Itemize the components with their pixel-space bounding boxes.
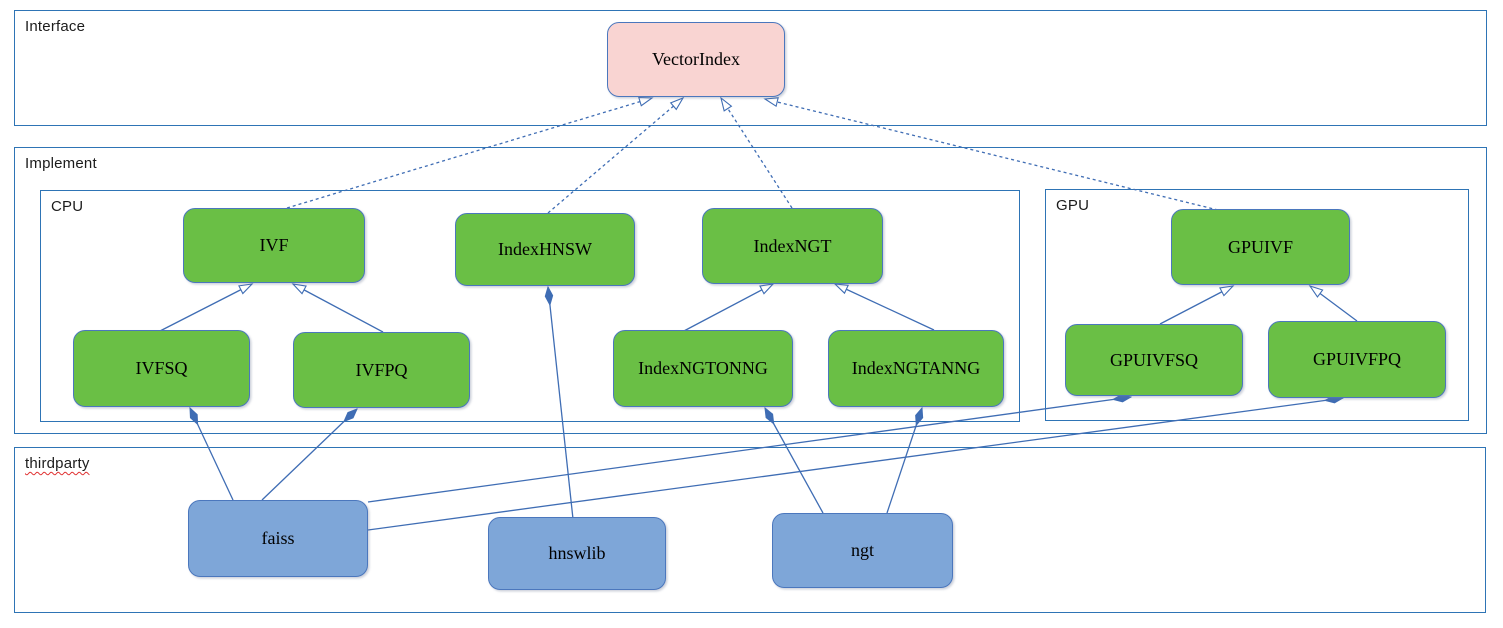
node-ngt: ngt — [772, 513, 953, 588]
container-interface-label: Interface — [25, 18, 86, 35]
node-faiss: faiss — [188, 500, 368, 577]
node-gpuivfsq: GPUIVFSQ — [1065, 324, 1243, 396]
node-ivf: IVF — [183, 208, 365, 283]
node-vectorindex: VectorIndex — [607, 22, 785, 97]
node-gpuivf: GPUIVF — [1171, 209, 1350, 285]
container-gpu-label: GPU — [1056, 197, 1090, 214]
container-implement-label: Implement — [25, 155, 97, 172]
node-indexngtonng: IndexNGTONNG — [613, 330, 793, 407]
node-indexngt: IndexNGT — [702, 208, 883, 284]
node-ivfsq: IVFSQ — [73, 330, 250, 407]
node-gpuivfpq: GPUIVFPQ — [1268, 321, 1446, 398]
node-hnswlib: hnswlib — [488, 517, 666, 590]
node-ivfpq: IVFPQ — [293, 332, 470, 408]
container-thirdparty-label: thirdparty — [25, 455, 90, 472]
container-cpu-label: CPU — [51, 198, 84, 215]
node-indexhnsw: IndexHNSW — [455, 213, 635, 286]
node-indexngtanng: IndexNGTANNG — [828, 330, 1004, 407]
